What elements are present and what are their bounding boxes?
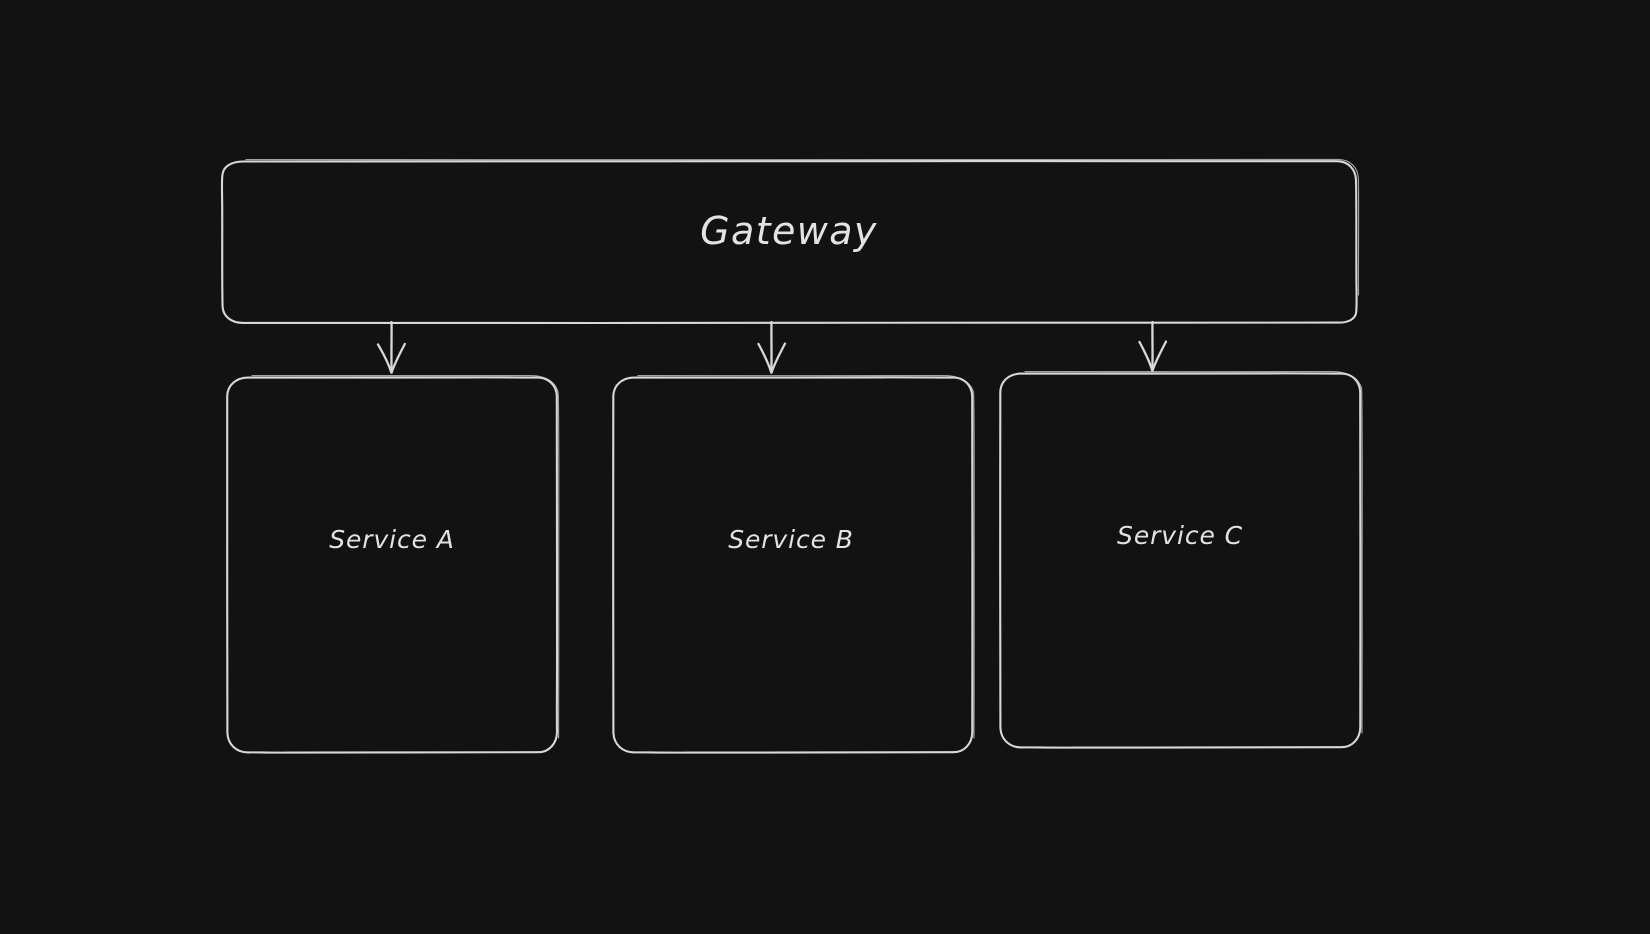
service-c-fill [1000,373,1360,748]
node-gateway[interactable]: Gateway [220,158,1360,325]
edge-gateway-service-c[interactable] [1138,320,1168,372]
service-a-outline [226,376,559,754]
service-c-outline-secondary [1024,370,1363,734]
node-service-b[interactable]: Service B [612,374,975,754]
gateway-outline [220,160,1358,325]
service-a-label: Service A [329,525,455,554]
edge-b-arrowhead [757,342,787,374]
service-b-fill [613,377,972,753]
edge-c-arrowhead [1138,340,1168,372]
node-service-a[interactable]: Service A [226,374,560,754]
gateway-label: Gateway [700,209,878,253]
gateway-fill [222,161,1357,323]
service-b-outline-secondary [637,374,975,739]
gateway-outline-secondary [245,158,1360,296]
edge-gateway-service-b[interactable] [757,320,787,374]
service-a-outline-secondary [251,374,560,739]
service-c-outline [999,372,1362,749]
service-c-label: Service C [1117,521,1243,550]
edge-a-arrowhead [376,342,406,374]
edge-gateway-service-a[interactable] [376,320,406,374]
service-a-fill [227,377,557,753]
node-service-c[interactable]: Service C [999,370,1363,749]
service-b-label: Service B [728,525,854,554]
service-b-outline [612,376,974,754]
